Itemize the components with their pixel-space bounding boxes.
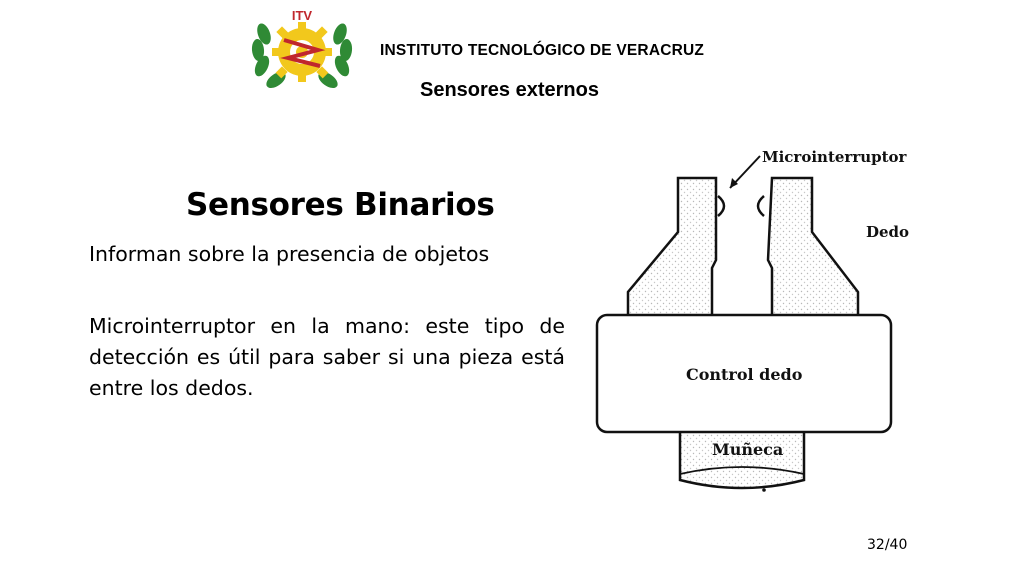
slide-title: Sensores Binarios xyxy=(186,187,495,223)
wrist-curve xyxy=(679,466,805,475)
left-finger xyxy=(626,176,718,318)
label-finger: Dedo xyxy=(866,223,909,241)
label-microswitch: Microinterruptor xyxy=(762,148,908,166)
body-paragraph: Informan sobre la presencia de objetos xyxy=(89,242,490,266)
microswitch-left xyxy=(717,195,726,217)
wrist-body xyxy=(678,430,806,490)
right-finger xyxy=(766,176,860,318)
gripper-diagram: Microinterruptor Dedo Control dedo Muñec… xyxy=(584,140,914,500)
itv-logo-icon: ITV xyxy=(251,8,353,88)
institute-logo: ITV xyxy=(248,8,356,94)
page-number: 32/40 xyxy=(867,537,908,553)
arrow-head xyxy=(730,178,738,188)
microswitch-right xyxy=(756,195,765,217)
control-box xyxy=(595,313,893,434)
slide-body: Informan sobre la presencia de objetos M… xyxy=(89,239,565,404)
body-paragraph: Microinterruptor en la mano: este tipo d… xyxy=(89,314,565,400)
logo-text: ITV xyxy=(292,8,313,23)
wrist-dot xyxy=(762,488,766,492)
label-control: Control dedo xyxy=(686,365,803,384)
section-subtitle: Sensores externos xyxy=(420,79,599,101)
institute-name: INSTITUTO TECNOLÓGICO DE VERACRUZ xyxy=(380,42,705,59)
label-wrist: Muñeca xyxy=(712,440,783,459)
gripper-figure: Microinterruptor Dedo Control dedo Muñec… xyxy=(595,148,909,492)
